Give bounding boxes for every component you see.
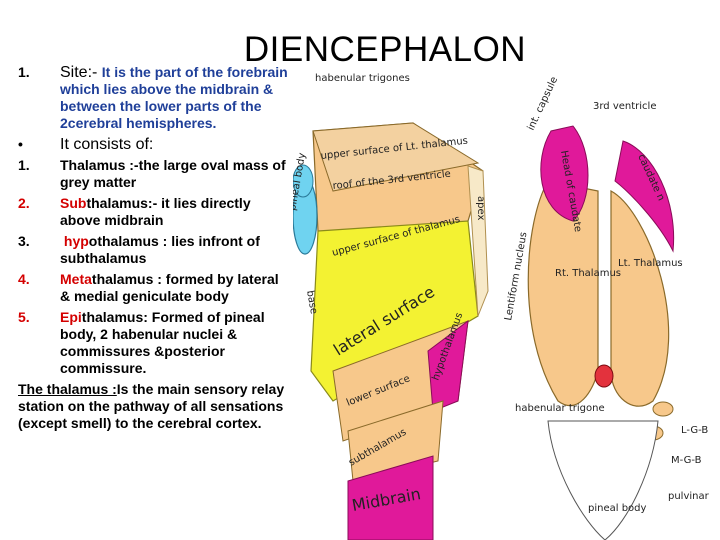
item-text: thalamus : formed by lateral & medial ge… [60,271,279,304]
list-item-site: 1. Site:- It is the part of the forebrai… [18,64,290,132]
thalamus-diagram: habenular trigones upper surface of Lt. … [293,71,720,540]
label-lgb: L-G-B [681,425,708,436]
head-caudate-right [614,140,675,253]
list-item-metathalamus: 4. Metathalamus : formed by lateral & me… [18,271,290,305]
item-prefix: Meta [60,271,92,287]
thalamus-note-text: Is the main sensory relay station on the… [18,381,285,431]
label-lt-thalamus: Lt. Thalamus [618,258,683,269]
content-list: 1. Site:- It is the part of the forebrai… [18,64,290,432]
left-thalamus-shape [610,189,670,407]
lgb-shape [652,401,674,417]
label-habenular-trigone: habenular trigone [515,403,605,414]
item-lead: Site:- [60,64,102,81]
thalamus-note: The thalamus :Is the main sensory relay … [18,381,290,432]
label-base: base [304,290,319,315]
thalamus-roof [312,122,480,192]
pineal-red [594,364,614,388]
label-pulvinar: pulvinar [668,491,710,502]
apex-region [467,165,489,317]
item-text: It consists of: [60,136,154,153]
item-text: It is the part of the forebrain which li… [60,64,288,131]
habenular-shape [293,164,314,198]
midbrain-region [347,455,434,540]
bullet-icon: • [18,136,23,152]
hypothalamus-region [427,319,469,412]
item-number: 3. [18,233,30,249]
item-prefix: Epi [60,309,82,325]
head-caudate-left [540,125,589,222]
item-number: 5. [18,309,30,325]
label-habenular-trigones: habenular trigones [315,73,410,84]
label-pineal-body: pineal body [588,503,647,514]
list-item-thalamus: 1. Thalamus :-the large oval mass of gre… [18,157,290,191]
item-prefix: Sub [60,195,87,211]
item-prefix: hyp [63,233,89,249]
thalamus-note-lead: The thalamus : [18,381,117,397]
label-apex: apex [475,196,486,220]
list-item-hypothalamus: 3. hypothalamus : lies infront of subtha… [18,233,290,267]
item-text: Thalamus :-the large oval mass of grey m… [60,157,286,190]
right-thalamus-shape [527,180,599,407]
list-item-subthalamus: 2. Subthalamus:- it lies directly above … [18,195,290,229]
item-text: thalamus:- it lies directly above midbra… [60,195,251,228]
item-text: othalamus : lies infront of subthalamus [60,233,260,266]
item-text: thalamus: Formed of pineal body, 2 haben… [60,309,265,376]
item-number: 1. [18,157,30,173]
label-rt-thalamus: Rt. Thalamus [555,268,621,279]
item-number: 2. [18,195,30,211]
page-title: DIENCEPHALON [243,30,527,69]
list-item-epithalamus: 5. Epithalamus: Formed of pineal body, 2… [18,309,290,377]
label-third-ventricle: 3rd ventricle [593,101,656,112]
label-mgb: M-G-B [671,455,702,466]
list-item-consists: • It consists of: [18,136,290,153]
item-number: 4. [18,271,30,287]
item-number: 1. [18,64,30,80]
